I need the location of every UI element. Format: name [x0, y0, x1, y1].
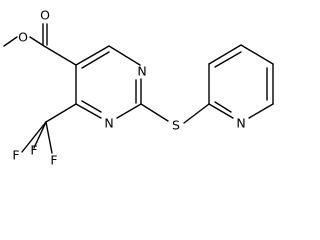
bond-c2-n3: [116, 103, 142, 119]
bond-c6-n1: [108, 45, 141, 66]
bond-c5-c6: [75, 45, 110, 66]
bond-cf3-f-top: [33, 121, 47, 149]
bond-o-carbonyl-c: [29, 36, 45, 47]
bond-cf3-f-left: [21, 121, 47, 153]
bond-s-pyridine-c2: [183, 103, 210, 124]
atom-label-carbonyl-oxygen: O: [40, 8, 50, 23]
bond-pyr-c4-c5: [240, 44, 274, 65]
bond-pyr-c6-n: [248, 103, 274, 119]
bond-c4-n3-inner: [81, 100, 102, 113]
atom-label-ester-oxygen: O: [18, 30, 28, 45]
atom-label-pyrimidine-n1: N: [137, 64, 146, 79]
bonds: [3, 23, 274, 154]
atom-labels: O O N N S N F F F: [12, 8, 245, 168]
chemical-structure-drawing: O O N N S N F F F: [3, 8, 274, 168]
bond-pyr-c3-c4: [208, 44, 242, 65]
bond-carbonyl-c-c5: [43, 45, 77, 66]
bond-c5-c6-inner: [81, 51, 110, 69]
atom-label-fluorine-bottom: F: [50, 153, 57, 168]
atom-label-fluorine-top: F: [30, 143, 37, 158]
bond-pyr-c3-c4-inner: [214, 51, 242, 68]
bond-pyr-n-c2: [208, 103, 234, 119]
bond-n3-c4: [75, 103, 102, 119]
atom-label-sulfur: S: [172, 118, 180, 133]
bond-c2-s: [140, 103, 169, 122]
bond-methyl-o: [3, 36, 18, 47]
atom-label-pyridine-nitrogen: N: [236, 116, 245, 131]
bond-pyr-n-c2-inner: [214, 101, 232, 113]
bond-c4-cf3: [45, 103, 77, 123]
atom-label-fluorine-left: F: [12, 148, 19, 163]
atom-label-pyrimidine-n3: N: [104, 116, 113, 131]
bond-cf3-f-bottom: [45, 121, 53, 154]
